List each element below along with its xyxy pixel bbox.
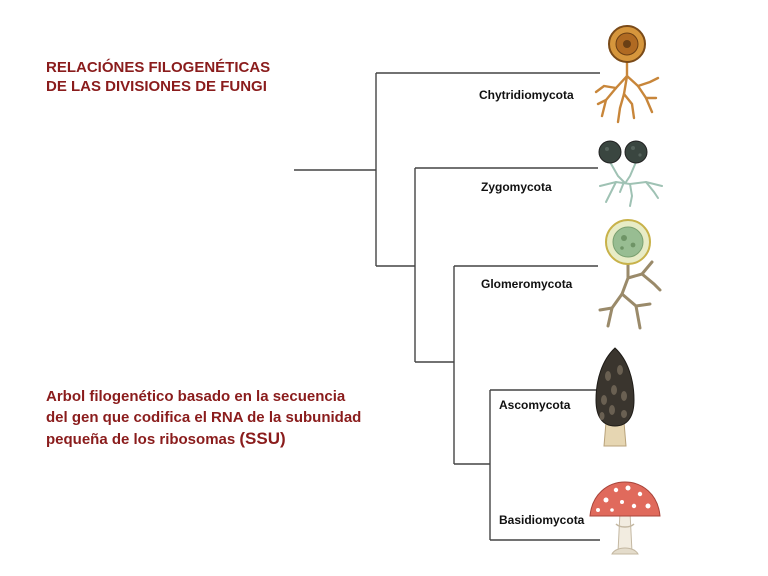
caption-ssu: (SSU) xyxy=(239,429,286,448)
diagram-title: RELACIÓNES FILOGENÉTICAS DE LAS DIVISION… xyxy=(46,58,346,96)
chytrid-fungus-icon xyxy=(594,25,660,124)
label-chytridiomycota: Chytridiomycota xyxy=(479,88,574,102)
diagram-caption: Arbol filogenético basado en la secuenci… xyxy=(46,386,466,450)
zygomycete-fungus-icon xyxy=(598,140,663,207)
label-zygomycota: Zygomycota xyxy=(481,180,552,194)
label-ascomycota: Ascomycota xyxy=(499,398,571,412)
caption-line-1: Arbol filogenético basado en la secuenci… xyxy=(46,388,346,405)
amanita-mushroom-icon xyxy=(589,481,661,555)
caption-line-3-text: pequeña de los ribosomas xyxy=(46,431,240,448)
caption-line-3: pequeña de los ribosomas (SSU) xyxy=(46,428,466,450)
title-line-2: DE LAS DIVISIONES DE FUNGI xyxy=(46,78,267,95)
glomeromycete-fungus-icon xyxy=(598,219,662,330)
label-glomeromycota: Glomeromycota xyxy=(481,277,573,291)
morel-mushroom-icon xyxy=(595,347,635,447)
title-line-1: RELACIÓNES FILOGENÉTICAS xyxy=(46,59,271,76)
label-basidiomycota: Basidiomycota xyxy=(499,513,585,527)
caption-line-2: del gen que codifica el RNA de la subuni… xyxy=(46,409,362,426)
